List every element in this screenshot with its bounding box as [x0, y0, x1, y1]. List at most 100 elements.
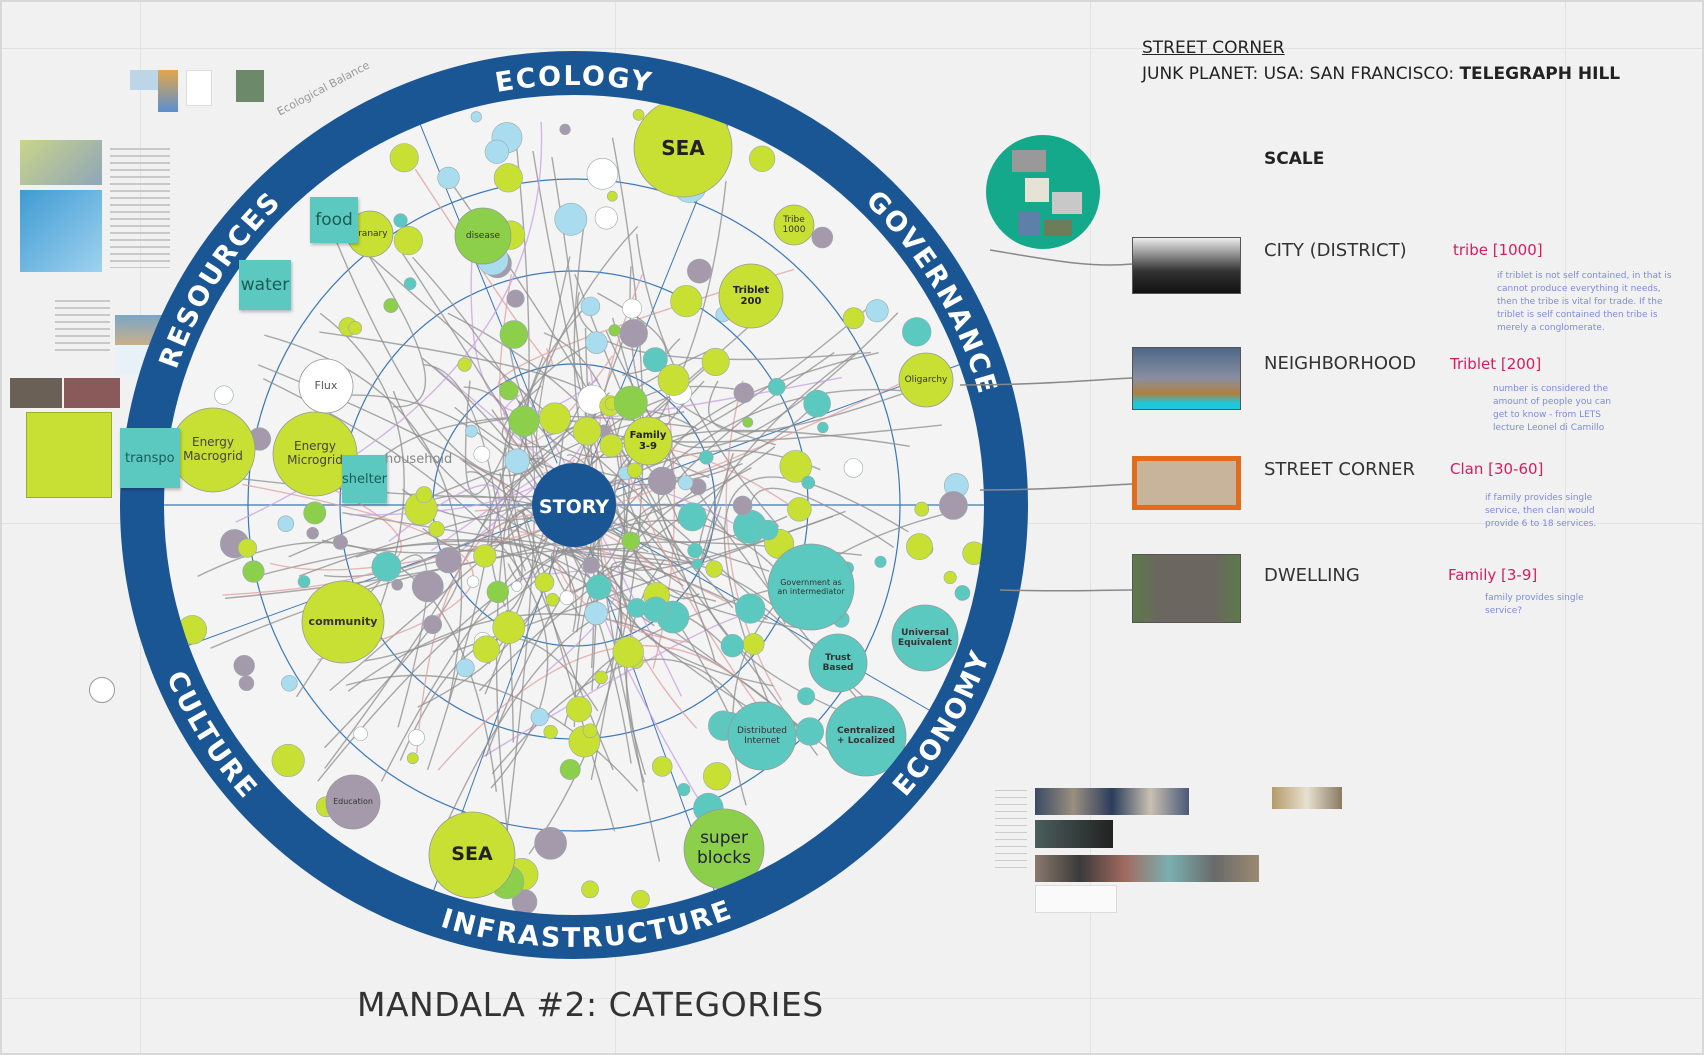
sticky-transpo[interactable]: transpo	[120, 428, 180, 488]
minor-node[interactable]	[492, 611, 526, 644]
minor-node[interactable]	[720, 634, 745, 658]
mandala-node[interactable]	[767, 543, 855, 631]
minor-node[interactable]	[371, 551, 402, 582]
minor-node[interactable]	[423, 615, 443, 634]
minor-node[interactable]	[456, 658, 475, 678]
minor-node[interactable]	[271, 743, 305, 778]
minor-node[interactable]	[678, 502, 707, 532]
minor-node[interactable]	[238, 675, 255, 692]
minor-node[interactable]	[705, 560, 723, 578]
minor-node[interactable]	[393, 213, 408, 228]
minor-node[interactable]	[742, 417, 754, 428]
minor-node[interactable]	[545, 593, 560, 607]
minor-node[interactable]	[411, 570, 444, 603]
mandala-node[interactable]	[325, 774, 381, 830]
minor-node[interactable]	[902, 317, 932, 347]
minor-node[interactable]	[566, 696, 592, 723]
minor-node[interactable]	[572, 416, 602, 446]
minor-node[interactable]	[306, 527, 319, 540]
minor-node[interactable]	[586, 158, 619, 190]
minor-node[interactable]	[582, 723, 598, 739]
image-thumbnail[interactable]	[186, 70, 212, 106]
minor-node[interactable]	[486, 580, 510, 604]
minor-node[interactable]	[506, 289, 525, 308]
minor-node[interactable]	[242, 560, 265, 583]
minor-node[interactable]	[580, 296, 601, 317]
minor-node[interactable]	[642, 596, 669, 623]
minor-node[interactable]	[415, 486, 433, 504]
minor-node[interactable]	[687, 542, 703, 559]
mandala-node[interactable]	[718, 263, 784, 329]
image-thumbnail[interactable]	[20, 190, 102, 272]
minor-node[interactable]	[749, 145, 776, 172]
minor-node[interactable]	[865, 299, 889, 323]
image-thumbnail[interactable]	[64, 378, 120, 408]
minor-node[interactable]	[735, 593, 766, 624]
minor-node[interactable]	[539, 402, 571, 435]
minor-node[interactable]	[732, 495, 753, 516]
minor-node[interactable]	[353, 726, 368, 742]
minor-node[interactable]	[943, 570, 957, 585]
minor-node[interactable]	[473, 544, 497, 568]
minor-node[interactable]	[612, 636, 644, 668]
mandala-node[interactable]	[298, 358, 354, 414]
image-thumbnail[interactable]	[158, 70, 178, 112]
mandala-node[interactable]	[773, 204, 815, 246]
minor-node[interactable]	[842, 307, 865, 330]
minor-node[interactable]	[437, 166, 460, 190]
mandala-node[interactable]	[623, 416, 673, 466]
minor-node[interactable]	[670, 285, 703, 318]
minor-node[interactable]	[626, 462, 643, 478]
minor-node[interactable]	[530, 707, 549, 727]
minor-node[interactable]	[939, 491, 968, 520]
mandala-node[interactable]	[170, 407, 256, 493]
minor-node[interactable]	[297, 575, 311, 588]
minor-node[interactable]	[554, 202, 588, 236]
minor-node[interactable]	[504, 448, 530, 474]
minor-node[interactable]	[613, 385, 648, 420]
minor-node[interactable]	[237, 538, 257, 558]
minor-node[interactable]	[303, 501, 327, 525]
minor-node[interactable]	[581, 880, 599, 899]
mandala-node[interactable]	[808, 633, 868, 693]
image-thumbnail[interactable]	[1044, 220, 1072, 236]
minor-node[interactable]	[599, 433, 623, 458]
household-label[interactable]: household	[385, 452, 453, 467]
minor-node[interactable]	[631, 889, 650, 909]
image-thumbnail[interactable]	[1012, 150, 1046, 172]
minor-node[interactable]	[214, 385, 234, 405]
thumbnail-group-top[interactable]	[128, 62, 268, 112]
minor-node[interactable]	[383, 298, 399, 313]
minor-node[interactable]	[499, 380, 519, 401]
minor-node[interactable]	[277, 515, 295, 532]
minor-node[interactable]	[585, 331, 608, 354]
info-card[interactable]	[26, 412, 112, 498]
minor-node[interactable]	[606, 190, 618, 202]
minor-node[interactable]	[403, 277, 417, 290]
minor-node[interactable]	[466, 575, 480, 588]
minor-node[interactable]	[803, 389, 831, 418]
minor-node[interactable]	[472, 635, 500, 663]
image-strip[interactable]	[1035, 820, 1113, 848]
minor-node[interactable]	[691, 558, 703, 570]
image-thumbnail[interactable]	[236, 70, 264, 102]
minor-node[interactable]	[594, 206, 618, 230]
reference-images[interactable]	[995, 780, 1265, 915]
minor-node[interactable]	[678, 475, 694, 491]
minor-node[interactable]	[586, 574, 612, 600]
minor-node[interactable]	[499, 320, 529, 349]
mandala-node[interactable]	[301, 580, 385, 664]
minor-node[interactable]	[801, 475, 816, 490]
minor-node[interactable]	[473, 445, 491, 463]
mandala-node[interactable]	[825, 695, 907, 777]
sticky-water[interactable]: water	[239, 260, 291, 310]
minor-node[interactable]	[281, 674, 298, 692]
minor-node[interactable]	[435, 547, 462, 574]
minor-node[interactable]	[534, 826, 567, 860]
image-strip[interactable]	[1272, 787, 1342, 809]
minor-node[interactable]	[758, 519, 779, 541]
minor-node[interactable]	[954, 585, 971, 601]
minor-node[interactable]	[787, 497, 812, 522]
street-corner-image[interactable]	[1132, 456, 1241, 510]
minor-node[interactable]	[534, 572, 555, 593]
